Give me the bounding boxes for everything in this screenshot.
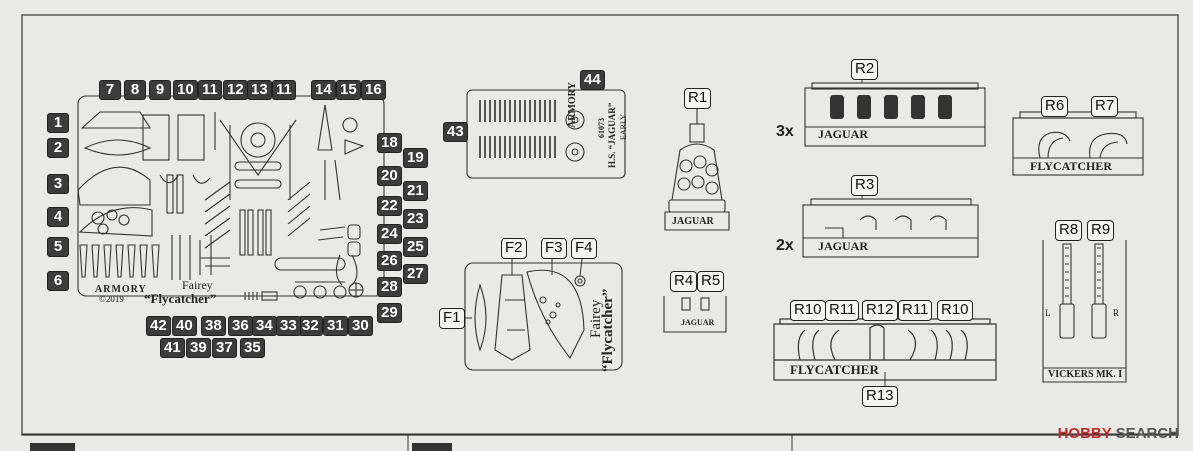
fret-fairey: Fairey xyxy=(182,278,213,292)
resin-r8-r9-guns xyxy=(1042,240,1127,383)
fret-brand: ARMORY xyxy=(95,284,147,295)
resin-r3-pushrods xyxy=(802,198,979,258)
resin-r4-r5 xyxy=(663,296,727,333)
resin-r2-parts xyxy=(830,95,952,119)
part-tag: 19 xyxy=(403,148,428,168)
part-tag: 28 xyxy=(377,277,402,297)
r2-multiplier: 3x xyxy=(776,123,794,140)
part-tag: 16 xyxy=(361,80,386,100)
part-tag: 14 xyxy=(311,80,336,100)
part-tag: 12 xyxy=(223,80,248,100)
part-tag: 7 xyxy=(99,80,121,100)
part-tag-f1: F1 xyxy=(439,308,465,329)
part-tag-f4: F4 xyxy=(571,238,597,259)
part-tag-r5: R5 xyxy=(697,271,725,292)
part-tag: 21 xyxy=(403,181,428,201)
part-tag: 38 xyxy=(201,316,226,336)
part-tag: 5 xyxy=(47,237,69,257)
part-tag: 36 xyxy=(228,316,253,336)
part-tag: 41 xyxy=(160,338,185,358)
r10-label: FLYCATCHER xyxy=(790,362,879,377)
resin-r2-cylinders xyxy=(804,82,986,147)
part-tag-r1: R1 xyxy=(684,88,712,109)
photo-etch-fret xyxy=(77,95,385,301)
part-tag-r2: R2 xyxy=(851,59,879,80)
part-tag: 27 xyxy=(403,264,428,284)
r3-multiplier: 2x xyxy=(776,237,794,254)
r2-label: JAGUAR xyxy=(818,127,868,141)
part-tag: 23 xyxy=(403,209,428,229)
part-tag: 29 xyxy=(377,303,402,323)
part-tag: 32 xyxy=(298,316,323,336)
part-tag: 31 xyxy=(323,316,348,336)
part-tag-r9: R9 xyxy=(1087,220,1115,241)
part-tag: 11 xyxy=(272,80,296,100)
part-tag: 9 xyxy=(149,80,171,100)
part-tag: 22 xyxy=(377,196,402,216)
part-tag: 37 xyxy=(212,338,237,358)
gun-left: L xyxy=(1045,308,1051,318)
part-tag: 13 xyxy=(247,80,272,100)
part-tag: 15 xyxy=(336,80,361,100)
resin-r1-engine xyxy=(664,108,730,231)
part-tag: 3 xyxy=(47,174,69,194)
part-tag-r11: R11 xyxy=(825,300,860,321)
part-tag: 25 xyxy=(403,237,428,257)
part-tag: 1 xyxy=(47,113,69,133)
plate-early: EARLY xyxy=(619,114,628,140)
part-tag-r3: R3 xyxy=(851,175,879,196)
part-tag-r7: R7 xyxy=(1091,96,1119,117)
part-tag-r12: R12 xyxy=(862,300,898,321)
part-tag-r8: R8 xyxy=(1055,220,1083,241)
film-flycatcher: “Flycatcher” xyxy=(600,288,616,372)
r1-label: JAGUAR xyxy=(672,216,714,227)
part-tag-44: 44 xyxy=(580,70,605,90)
plate-code: 61073 xyxy=(597,118,606,138)
part-tag-f3: F3 xyxy=(541,238,567,259)
r45-label: JAGUAR xyxy=(681,318,715,327)
fret-flycatcher: “Flycatcher” xyxy=(144,291,217,306)
part-tag: 30 xyxy=(348,316,373,336)
plate-brand: ARMORY xyxy=(567,82,578,128)
part-tag: 10 xyxy=(173,80,198,100)
part-tag: 26 xyxy=(377,251,402,271)
r89-label: VICKERS MK. I xyxy=(1048,369,1123,380)
plate-title: H.S. “JAGUAR” xyxy=(607,102,617,168)
part-tag: 4 xyxy=(47,207,69,227)
part-tag-r11: R11 xyxy=(898,300,933,321)
part-tag: 34 xyxy=(252,316,277,336)
part-tag-r6: R6 xyxy=(1041,96,1069,117)
part-tag-r13: R13 xyxy=(862,386,898,407)
fret-year: ©2019 xyxy=(99,294,124,304)
r67-label: FLYCATCHER xyxy=(1030,159,1113,173)
part-tag: 42 xyxy=(146,316,171,336)
resin-r6-r7 xyxy=(1012,111,1144,176)
part-tag: 6 xyxy=(47,271,69,291)
part-tag-r10: R10 xyxy=(790,300,826,321)
part-tag: 24 xyxy=(377,224,402,244)
watermark: HOBBY SEARCH xyxy=(1057,425,1179,442)
part-tag: 40 xyxy=(172,316,197,336)
part-tag: 33 xyxy=(276,316,301,336)
part-tag: 39 xyxy=(186,338,211,358)
part-tag-43: 43 xyxy=(443,122,468,142)
part-tag-r10: R10 xyxy=(937,300,973,321)
part-tag: 8 xyxy=(124,80,146,100)
part-tag-f2: F2 xyxy=(501,238,527,259)
gun-right: R xyxy=(1113,308,1120,318)
part-tag: 35 xyxy=(240,338,265,358)
part-tag: 18 xyxy=(377,133,402,153)
part-tag: 2 xyxy=(47,138,69,158)
part-tag-r4: R4 xyxy=(670,271,698,292)
part-tag: 20 xyxy=(377,166,402,186)
part-tag: 11 xyxy=(198,80,222,100)
r3-label: JAGUAR xyxy=(818,239,868,253)
